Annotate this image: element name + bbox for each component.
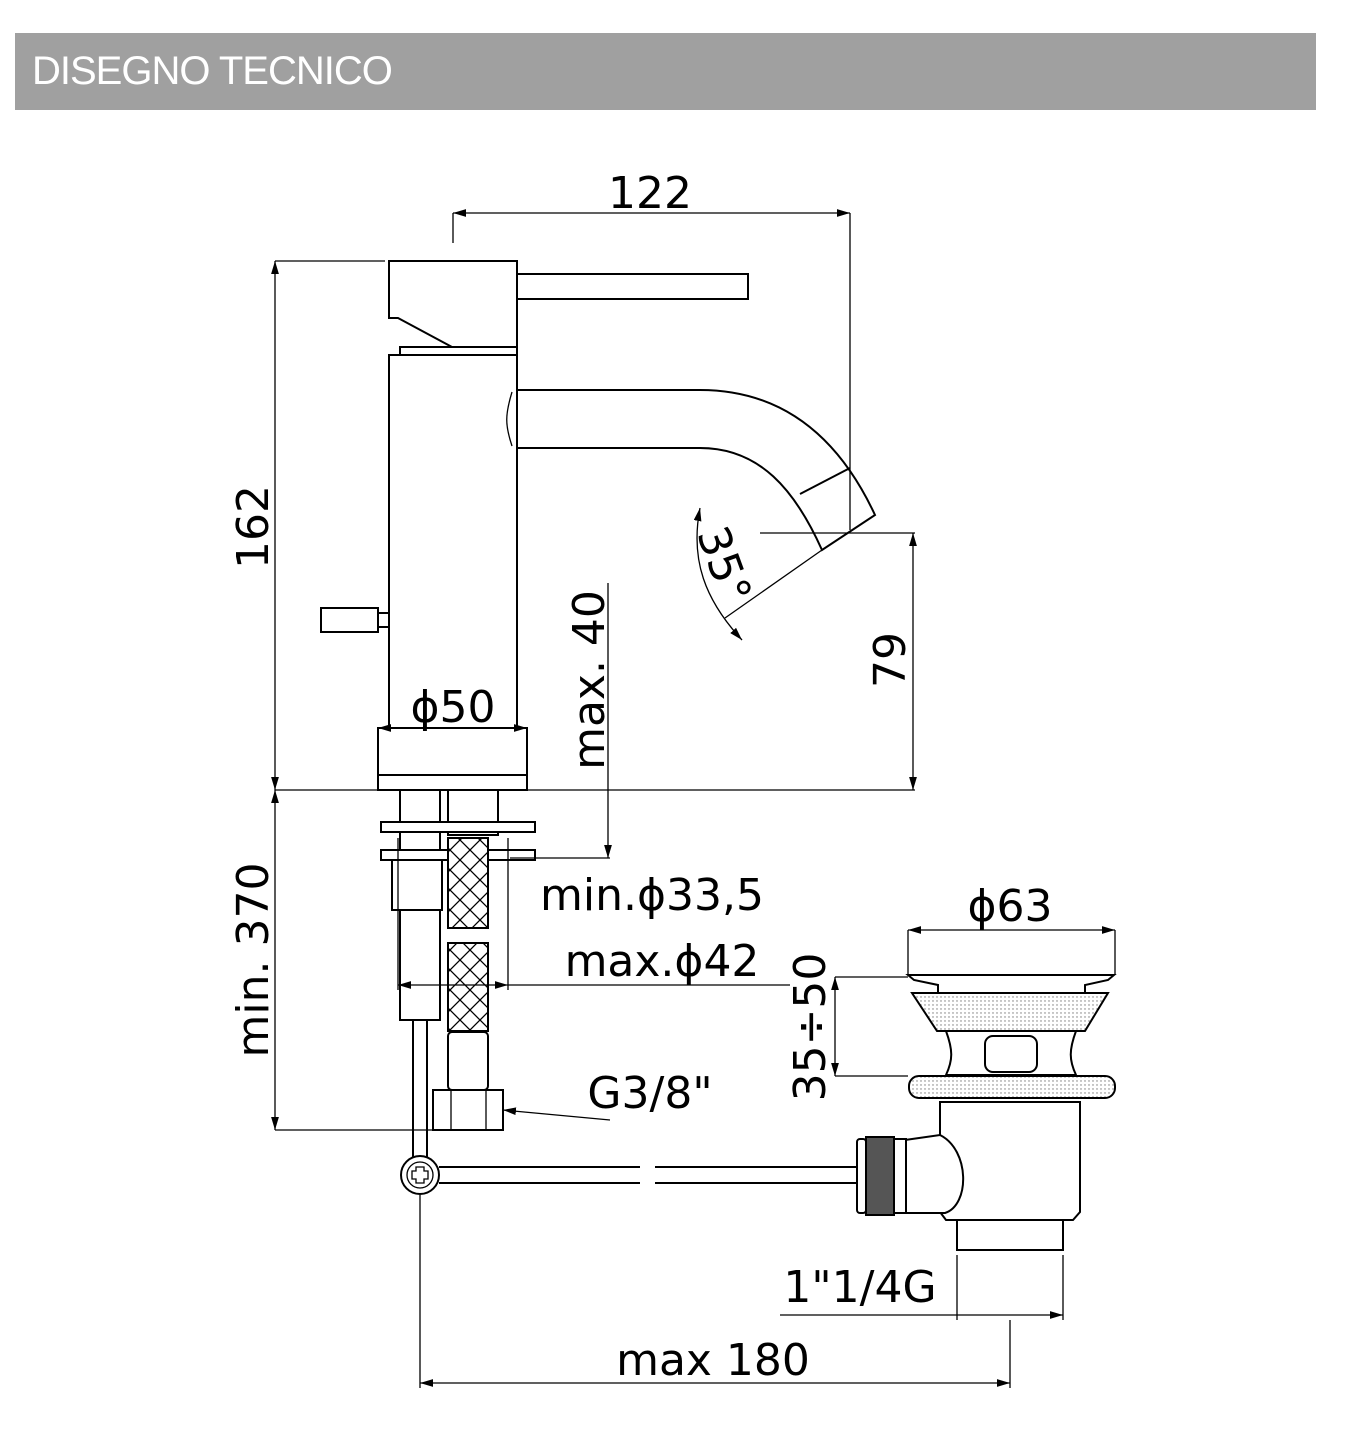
spout <box>516 389 877 552</box>
cartridge-cap <box>388 260 518 348</box>
drain-slot <box>984 1035 1038 1073</box>
popup-drain <box>856 974 1117 1251</box>
dim-max-hole: max.ϕ42 <box>565 936 760 987</box>
dim-reach: 122 <box>608 168 692 219</box>
dim-drain-thread: 1"1/4G <box>783 1262 936 1313</box>
hose-nut <box>432 1089 504 1131</box>
drain-cap <box>905 974 1117 994</box>
screw-icon <box>411 1166 429 1184</box>
washer <box>380 821 536 833</box>
lever-handle <box>516 273 749 300</box>
dim-drain-diameter: ϕ63 <box>967 881 1052 932</box>
section-title: DISEGNO TECNICO <box>32 49 393 93</box>
dim-spout-height: 79 <box>865 632 916 688</box>
braided-hose <box>447 837 489 929</box>
knurled-nut <box>865 1136 895 1216</box>
dim-max-deck: max. 40 <box>564 590 615 770</box>
dim-min-length: min. 370 <box>228 863 279 1058</box>
dim-angle: 35° <box>686 520 761 611</box>
section-header: DISEGNO TECNICO <box>15 33 1316 110</box>
faucet-body <box>388 354 518 729</box>
popup-knob <box>320 607 379 633</box>
dim-drain-range: 35÷50 <box>785 953 836 1102</box>
popup-rod-sleeve <box>399 909 441 1021</box>
faucet <box>320 260 877 791</box>
dim-min-hole: min.ϕ33,5 <box>540 870 764 921</box>
dim-hose-thread: G3/8" <box>587 1068 712 1119</box>
dim-max-rod: max 180 <box>616 1335 810 1386</box>
cap-ring <box>399 346 518 356</box>
base-ring <box>377 727 528 776</box>
drain-thread <box>956 1219 1064 1251</box>
braided-hose <box>447 942 489 1032</box>
dimension-lines <box>271 209 1116 1388</box>
dim-base-diameter: ϕ50 <box>410 682 495 733</box>
dim-height: 162 <box>228 485 279 569</box>
